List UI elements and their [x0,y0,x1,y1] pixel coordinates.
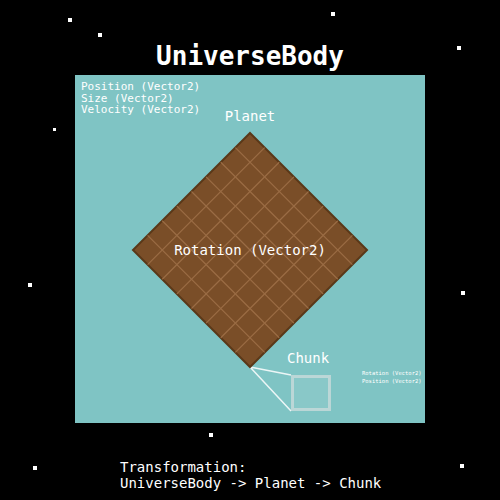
caption-text: Transformation: [120,459,246,475]
attribute-text: Size (Vector2) [81,93,174,104]
chunk-label: Chunk [287,350,329,366]
universe-panel: Position (Vector2)Size (Vector2)Velocity… [75,75,425,423]
attribute-text: Rotation (Vector2) [133,242,367,258]
planet-label: Planet [133,108,367,124]
transformation-chain: UniverseBody -> Planet -> Chunk [120,475,381,491]
attribute-text: Velocity (Vector2) [81,104,200,115]
planet-diamond: PlanetRotation (Vector2) [133,133,367,367]
zoom-leader [250,367,291,411]
attribute-text: Position (Vector2) [362,378,422,385]
attribute-text: Rotation (Vector2) [362,370,422,377]
chunk-square: ChunkRotation (Vector2)Position (Vector2… [291,375,331,411]
chunk-shape [291,375,331,411]
attribute-text: Position (Vector2) [81,81,200,92]
diagram-title: UniverseBody [0,41,500,71]
